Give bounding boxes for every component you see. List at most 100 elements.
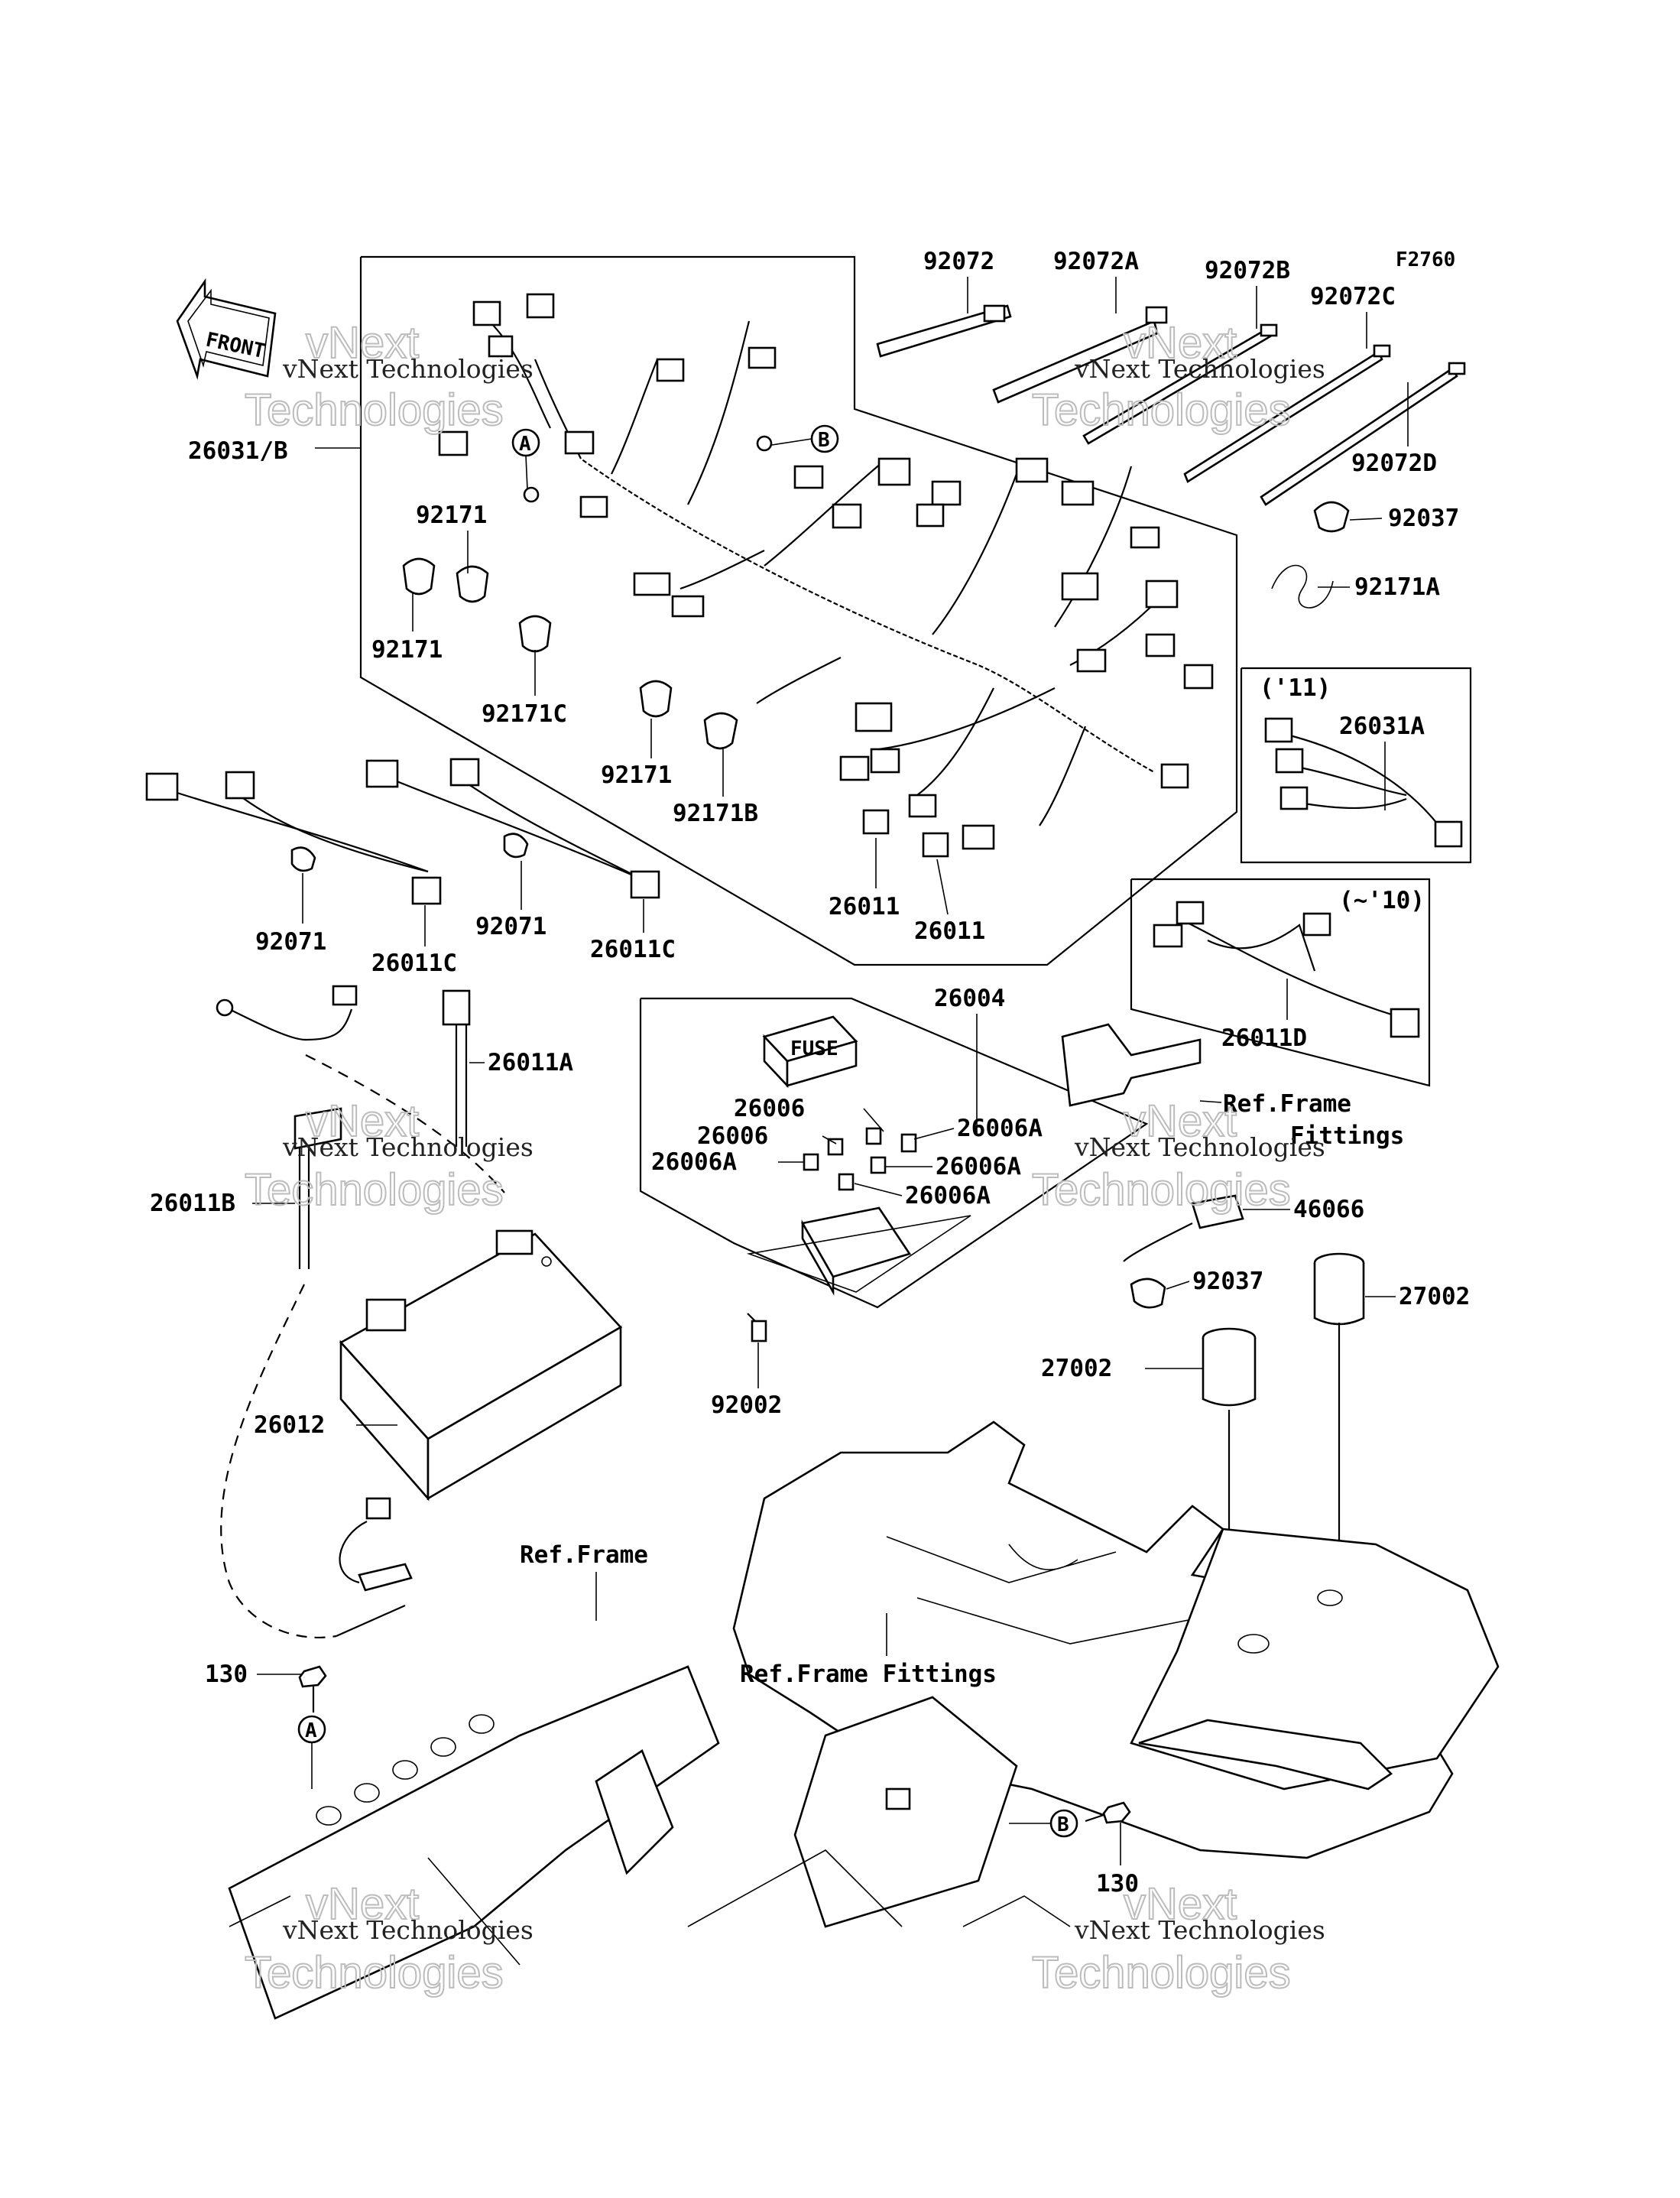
part-label: 26006 xyxy=(697,1122,768,1150)
part-label: 92171C xyxy=(482,700,567,728)
part-label: 26011 xyxy=(829,893,900,920)
svg-text:Technologies: Technologies xyxy=(1032,385,1291,435)
watermark-bottom-right: vNext vNext Technologies Technologies xyxy=(1031,1878,1325,1998)
part-label: 92072A xyxy=(1053,248,1139,275)
part-label: 46066 xyxy=(1293,1196,1364,1223)
svg-text:vNext Technologies: vNext Technologies xyxy=(282,1915,534,1945)
svg-text:vNext: vNext xyxy=(306,318,419,368)
svg-text:vNext Technologies: vNext Technologies xyxy=(1074,1132,1325,1162)
part-label: 26011C xyxy=(590,936,676,963)
sub-harness-26031a xyxy=(1264,717,1463,848)
svg-text:Technologies: Technologies xyxy=(1032,1165,1291,1215)
clamp-92037-lower xyxy=(1130,1278,1166,1309)
ref-frame-fittings-label-1: Ref.Frame xyxy=(1223,1090,1351,1118)
svg-text:Technologies: Technologies xyxy=(245,1165,504,1215)
svg-text:vNext Technologies: vNext Technologies xyxy=(282,1132,534,1162)
part-label: 26011A xyxy=(488,1049,573,1076)
part-label: 26006A xyxy=(957,1115,1043,1142)
part-label: 26011B xyxy=(150,1190,235,1217)
battery-leads xyxy=(216,985,505,1193)
part-label: 26012 xyxy=(254,1411,325,1439)
watermark-top-right: vNext vNext Technologies Technologies xyxy=(1031,317,1325,436)
part-label: 92071 xyxy=(475,913,546,940)
part-label: 26006A xyxy=(905,1182,991,1209)
part-label: 92037 xyxy=(1192,1268,1263,1295)
leader-lines xyxy=(252,277,1409,1865)
part-label: 92171B xyxy=(673,800,758,827)
svg-text:vNext: vNext xyxy=(1124,318,1237,368)
sensor-lead xyxy=(336,1497,413,1638)
svg-text:vNext: vNext xyxy=(1124,1879,1237,1929)
part-label: 26006 xyxy=(734,1095,805,1122)
svg-text:vNext Technologies: vNext Technologies xyxy=(282,354,534,384)
part-label: 92171 xyxy=(601,761,672,789)
battery-lead-26011b xyxy=(220,1107,342,1638)
part-label: 130 xyxy=(1096,1870,1139,1898)
callout-b-bottom: B xyxy=(1009,1809,1078,1838)
sub-harness-frame-10 xyxy=(1130,878,1431,1087)
battery-26012 xyxy=(339,1229,623,1502)
svg-text:Technologies: Technologies xyxy=(245,385,504,435)
svg-text:vNext: vNext xyxy=(1124,1096,1237,1146)
version-tag-10: (~'10) xyxy=(1339,887,1425,914)
svg-text:A: A xyxy=(519,433,531,456)
part-label: 26011D xyxy=(1221,1024,1307,1052)
part-label: 26031A xyxy=(1339,713,1425,740)
part-label: 26006A xyxy=(936,1153,1021,1180)
part-label: 92171 xyxy=(416,502,487,529)
main-wiring-harness xyxy=(438,293,1214,850)
part-label: 27002 xyxy=(1399,1283,1470,1310)
part-label: 92071 xyxy=(255,928,326,956)
ref-frame-fittings-label-2: Fittings xyxy=(1290,1122,1404,1150)
part-label: 26011C xyxy=(371,950,457,977)
svg-text:vNext: vNext xyxy=(306,1879,419,1929)
part-labels: 92072 92072A 92072B 92072C 92072D 26031/… xyxy=(150,248,1470,1898)
part-label: 92171 xyxy=(371,636,443,664)
svg-text:Technologies: Technologies xyxy=(1032,1948,1291,1998)
watermark-mid-left: vNext vNext Technologies Technologies xyxy=(244,1096,534,1216)
vehicle-frame xyxy=(228,1665,1071,2020)
part-label: 27002 xyxy=(1041,1355,1112,1382)
part-label: 130 xyxy=(205,1661,248,1688)
cover-27002-upper xyxy=(1313,1252,1365,1598)
sub-harness-26011d xyxy=(1153,901,1420,1038)
watermark-top-left: vNext vNext Technologies Technologies xyxy=(244,317,534,436)
part-label: 92072 xyxy=(923,248,994,275)
part-label: 26011 xyxy=(914,917,985,945)
watermark-mid-right: vNext vNext Technologies Technologies xyxy=(1031,1096,1325,1216)
version-tag-11: ('11) xyxy=(1260,674,1331,702)
harness-group-frame xyxy=(359,255,1238,966)
bolt-130-right xyxy=(1085,1801,1131,1824)
part-label: 26004 xyxy=(934,985,1005,1012)
bracket-ref-frame xyxy=(1061,1023,1202,1107)
callout-a-top: A xyxy=(511,428,540,490)
svg-text:vNext Technologies: vNext Technologies xyxy=(1074,1915,1325,1945)
part-label: 92072B xyxy=(1205,257,1290,284)
clamp-parts xyxy=(402,557,738,750)
callout-b-top: B xyxy=(771,424,839,453)
front-arrow-icon: FRONT xyxy=(176,278,277,380)
sub-harness-frame-11 xyxy=(1240,667,1472,864)
part-label: 92002 xyxy=(711,1391,782,1419)
svg-text:A: A xyxy=(305,1719,317,1742)
ref-frame-label: Ref.Frame xyxy=(520,1541,648,1569)
callout-a-bottom: A xyxy=(297,1715,326,1789)
bolt-130-left xyxy=(298,1665,327,1713)
ref-frame-fittings-label: Ref.Frame Fittings xyxy=(740,1661,997,1688)
svg-text:vNext: vNext xyxy=(306,1096,419,1146)
fuse-group-frame xyxy=(639,997,1149,1309)
fuse-box-26004: FUSE xyxy=(746,1015,971,1343)
relay-46066 xyxy=(1123,1194,1244,1262)
svg-text:Technologies: Technologies xyxy=(245,1948,504,1998)
part-label: 92171A xyxy=(1354,573,1440,601)
svg-text:vNext Technologies: vNext Technologies xyxy=(1074,354,1325,384)
svg-text:B: B xyxy=(818,429,830,452)
svg-text:B: B xyxy=(1057,1813,1069,1836)
part-label: 26031/B xyxy=(188,437,288,465)
part-label: 26006A xyxy=(651,1148,737,1176)
fuse-cover-label: FUSE xyxy=(790,1037,838,1060)
lead-harnesses-26011c xyxy=(145,758,949,905)
figure-code: F2760 xyxy=(1396,248,1455,271)
watermark-bottom-left: vNext vNext Technologies Technologies xyxy=(244,1878,534,1998)
